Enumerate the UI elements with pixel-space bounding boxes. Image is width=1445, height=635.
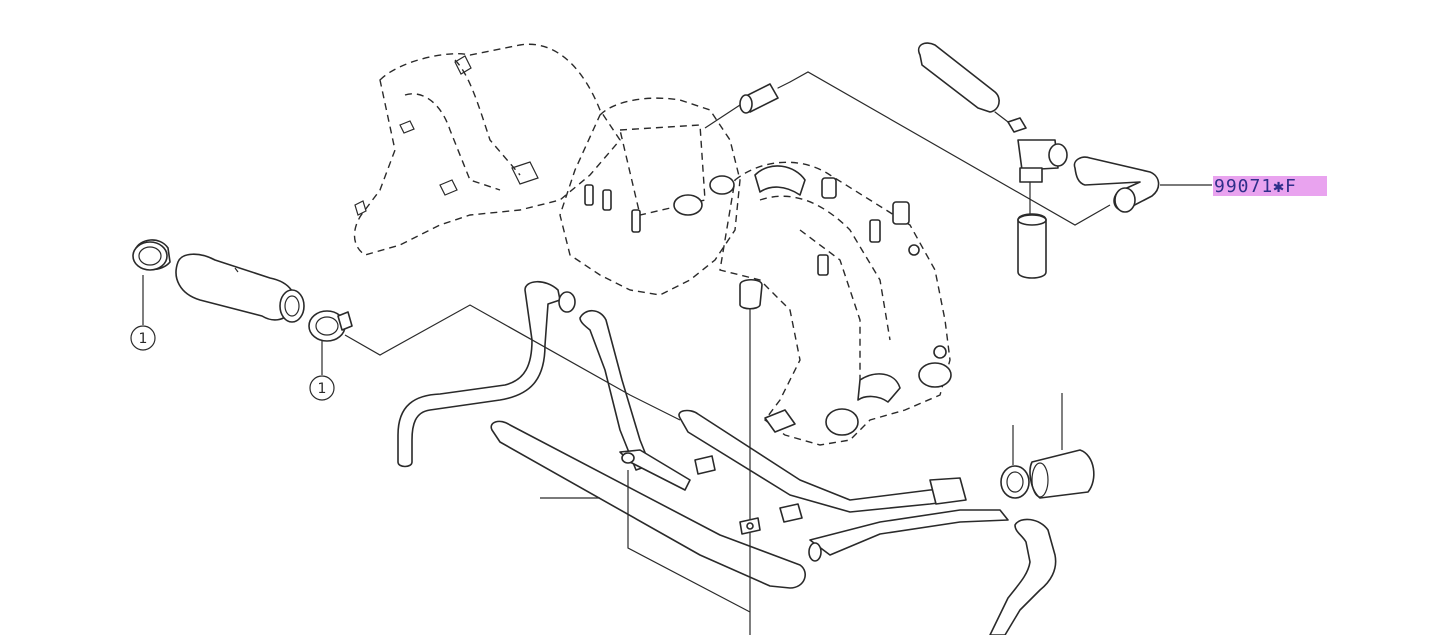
coolant-hose-middle [397,280,1009,589]
coolant-hose-left [132,239,353,342]
callout-number: 1 [139,331,148,347]
callout-1-center[interactable]: 1 [309,375,335,401]
intake-manifold-left-runners [353,43,621,256]
sensor-component [739,81,791,114]
leader-lines [142,71,1212,635]
callout-number: 1 [318,381,327,397]
vacuum-hose-assembly [917,42,1160,279]
part-number-label[interactable]: 99071✱F [1213,176,1327,197]
part-number-text: 99071✱F [1214,176,1297,197]
throttle-body-plenum [559,97,741,296]
intake-manifold-right-runners [719,161,952,446]
callout-1-left[interactable]: 1 [130,325,156,351]
coolant-hose-right [989,449,1095,635]
